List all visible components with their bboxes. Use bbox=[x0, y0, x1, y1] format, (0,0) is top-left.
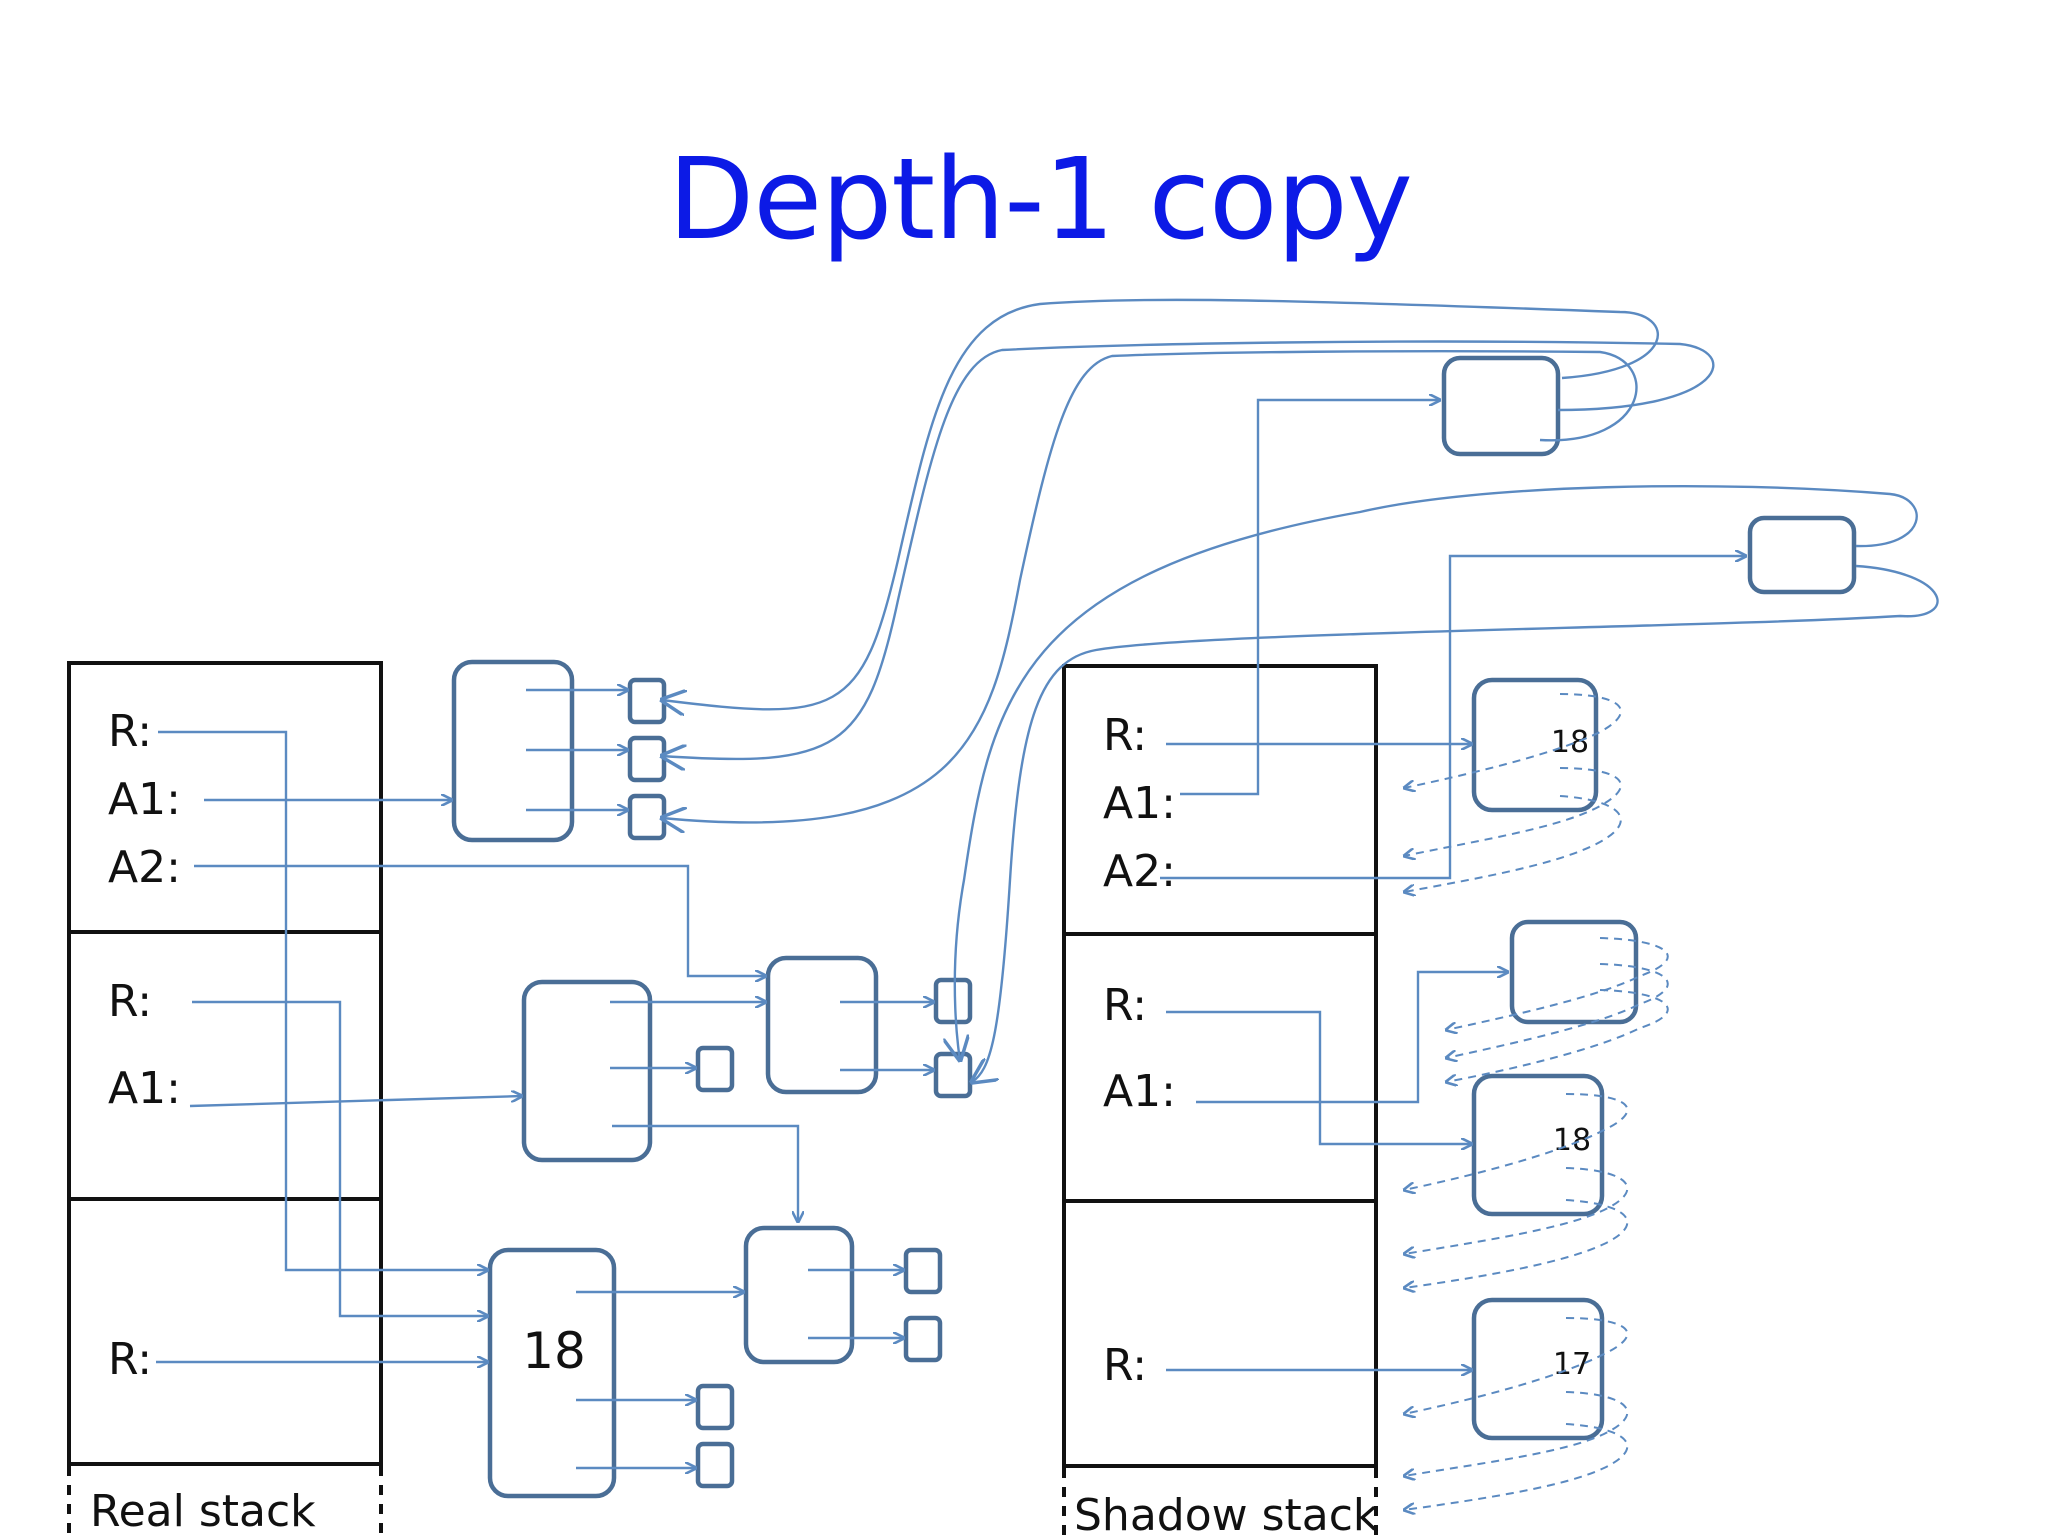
pointer-arrow bbox=[612, 1124, 798, 1222]
shadow-copy-r2-value: 18 bbox=[1553, 1123, 1591, 1158]
dashed-pointer bbox=[1446, 937, 1669, 1030]
shadow-copy-r1 bbox=[1471, 677, 1599, 813]
dashed-pointer bbox=[1404, 1093, 1629, 1190]
heap-cell bbox=[627, 677, 667, 725]
dashed-pointer bbox=[1404, 795, 1622, 892]
shadow-copy-a2 bbox=[1747, 515, 1857, 595]
shadow-frame1-label-a1: A1: bbox=[1103, 778, 1176, 829]
dashed-pointer bbox=[1446, 989, 1669, 1082]
heap-cell bbox=[695, 1441, 735, 1489]
pointer-arrow bbox=[1180, 400, 1440, 796]
dashed-references bbox=[1404, 693, 1669, 1510]
shadow-copy-r3 bbox=[1471, 1297, 1605, 1441]
shadow-stack-outline bbox=[1062, 664, 1378, 1468]
real-frame3-label-r: R: bbox=[108, 1334, 152, 1385]
dashed-pointer bbox=[1404, 767, 1622, 856]
shadow-frame3-label-r: R: bbox=[1103, 1340, 1147, 1391]
real-frame1-label-r: R: bbox=[108, 706, 152, 757]
pointer-arrow bbox=[972, 564, 1939, 1082]
real-pointers bbox=[156, 690, 934, 1468]
pointer-arrow bbox=[955, 484, 1918, 1060]
shadow-copy-r2 bbox=[1471, 1073, 1605, 1217]
shadow-frame2-label-a1: A1: bbox=[1103, 1066, 1176, 1117]
real-stack-caption: Real stack bbox=[90, 1486, 316, 1536]
heap-cell bbox=[933, 977, 973, 1025]
real-frame2-label-a1: A1: bbox=[108, 1063, 181, 1114]
real-stack: R: A1: A2: R: A1: R: Real stack bbox=[67, 661, 383, 1536]
heap-cell bbox=[903, 1247, 943, 1295]
dashed-pointer bbox=[1404, 1391, 1629, 1476]
dashed-pointer bbox=[1404, 1423, 1629, 1510]
real-frame1-label-a1: A1: bbox=[108, 774, 181, 825]
pointer-arrow bbox=[662, 350, 1638, 822]
shadow-frame2-label-r: R: bbox=[1103, 980, 1147, 1031]
pointer-arrow bbox=[1196, 972, 1508, 1104]
heap-cell bbox=[695, 1045, 735, 1093]
pointer-arrow bbox=[189, 1096, 522, 1108]
shadow-copy-a1 bbox=[1441, 355, 1561, 457]
heap-object-r-value: 18 bbox=[522, 1322, 586, 1380]
dashed-pointer bbox=[1446, 963, 1669, 1058]
shadow-stack-caption: Shadow stack bbox=[1074, 1490, 1379, 1536]
shadow-frame1-label-r: R: bbox=[1103, 710, 1147, 761]
shadow-stack: R: A1: A2: R: A1: R: Shadow stack bbox=[1062, 664, 1379, 1536]
shadow-copy-frame2-a1 bbox=[1509, 919, 1639, 1025]
shadow-heap: 18 18 17 bbox=[1441, 355, 1857, 1441]
real-heap: 18 bbox=[451, 659, 973, 1499]
heap-object-r bbox=[487, 1247, 617, 1499]
real-stack-outline bbox=[67, 661, 383, 1466]
shadow-copy-r1-value: 18 bbox=[1551, 725, 1589, 760]
slide-title: Depth-1 copy bbox=[668, 135, 1413, 265]
shadow-copy-r3-value: 17 bbox=[1553, 1347, 1591, 1382]
shadow-pointers bbox=[662, 298, 1939, 1370]
heap-cell bbox=[695, 1383, 735, 1431]
heap-object bbox=[743, 1225, 855, 1365]
heap-object-frame2-a1 bbox=[521, 979, 653, 1163]
pointer-arrow bbox=[1160, 556, 1746, 880]
dashed-pointer bbox=[1404, 693, 1622, 788]
dashed-pointer bbox=[1404, 1167, 1629, 1254]
dashed-pointer bbox=[1404, 1199, 1629, 1288]
real-frame1-label-a2: A2: bbox=[108, 842, 181, 893]
pointer-arrow bbox=[194, 864, 766, 976]
pointer-arrow bbox=[192, 1000, 488, 1316]
pointer-arrow bbox=[662, 340, 1715, 760]
heap-cell bbox=[627, 735, 667, 783]
heap-cell bbox=[933, 1051, 973, 1099]
real-frame2-label-r: R: bbox=[108, 976, 152, 1027]
heap-cell bbox=[903, 1315, 943, 1363]
heap-object-a2 bbox=[765, 955, 879, 1095]
heap-cell bbox=[627, 793, 667, 841]
pointer-arrow bbox=[662, 298, 1659, 710]
dashed-pointer bbox=[1404, 1317, 1629, 1414]
pointer-arrow bbox=[1166, 1010, 1472, 1144]
shadow-frame1-label-a2: A2: bbox=[1103, 846, 1176, 897]
